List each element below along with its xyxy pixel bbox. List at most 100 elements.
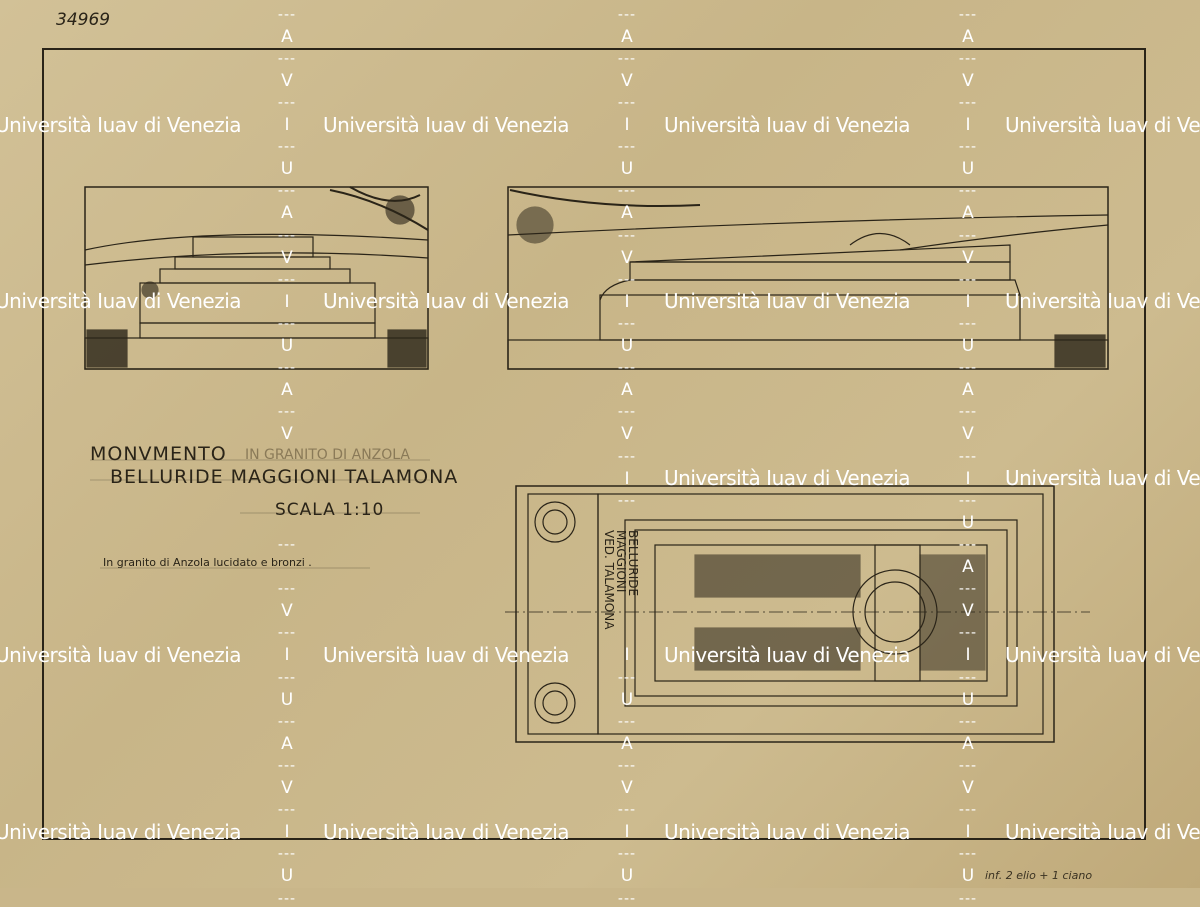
front-elevation bbox=[84, 186, 429, 370]
watermark-text: Università Iuav di Venezia bbox=[323, 820, 570, 844]
watermark-separator: --- bbox=[277, 271, 297, 288]
watermark-separator: --- bbox=[958, 404, 978, 421]
watermark-text: Università Iuav di Venezia bbox=[664, 643, 911, 667]
watermark-separator: --- bbox=[277, 183, 297, 200]
watermark-letter: V bbox=[281, 778, 293, 798]
watermark-letter: I bbox=[965, 645, 971, 666]
watermark-letter: V bbox=[281, 601, 293, 622]
watermark-separator: --- bbox=[958, 757, 978, 774]
watermark-letter: U bbox=[280, 689, 294, 710]
watermark-separator: --- bbox=[277, 581, 297, 598]
watermark-letter: I bbox=[284, 115, 290, 135]
watermark-separator: --- bbox=[958, 183, 978, 200]
watermark-letter: V bbox=[621, 778, 633, 798]
watermark-letter: U bbox=[280, 159, 294, 180]
watermark-separator: --- bbox=[617, 94, 637, 111]
watermark-letter: V bbox=[621, 424, 633, 445]
watermark-separator: --- bbox=[958, 315, 978, 332]
watermark-text: Università Iuav di Venezia bbox=[1005, 113, 1200, 137]
watermark-letter: U bbox=[280, 336, 294, 356]
watermark-letter: A bbox=[962, 380, 974, 401]
watermark-separator: --- bbox=[277, 315, 297, 332]
watermark-separator: --- bbox=[617, 802, 637, 819]
watermark-letter: I bbox=[624, 291, 630, 312]
watermark-letter: V bbox=[621, 70, 633, 91]
watermark-text: Università Iuav di Venezia bbox=[1005, 289, 1200, 313]
watermark-separator: --- bbox=[958, 360, 978, 377]
watermark-text: Università Iuav di Venezia bbox=[0, 289, 242, 313]
watermark-letter: I bbox=[965, 291, 971, 312]
watermark-separator: --- bbox=[617, 448, 637, 465]
watermark-letter: V bbox=[281, 424, 293, 445]
watermark-separator: --- bbox=[617, 183, 637, 200]
watermark-letter: U bbox=[277, 0, 297, 1]
watermark-separator: --- bbox=[958, 50, 978, 67]
title-line-2: BELLURIDE MAGGIONI TALAMONA bbox=[110, 466, 459, 488]
watermark-text: Università Iuav di Venezia bbox=[0, 113, 242, 137]
watermark-separator: --- bbox=[277, 669, 297, 686]
watermark-letter: U bbox=[961, 336, 975, 356]
plan-inscription: BELLURIDE MAGGIONI VED. TALAMONA bbox=[602, 530, 640, 630]
watermark-letter: A bbox=[621, 26, 633, 47]
watermark-text: Università Iuav di Venezia bbox=[0, 643, 242, 667]
watermark-separator: --- bbox=[277, 625, 297, 642]
watermark-letter: U bbox=[961, 866, 975, 887]
watermark-separator: --- bbox=[617, 669, 637, 686]
plan-view bbox=[505, 485, 1090, 743]
watermark-letter: U bbox=[620, 689, 634, 710]
watermark-separator: --- bbox=[958, 139, 978, 156]
watermark-separator: --- bbox=[958, 581, 978, 598]
watermark-letter: I bbox=[284, 822, 290, 843]
watermark-separator: --- bbox=[958, 6, 978, 23]
watermark-letter: A bbox=[281, 733, 293, 754]
watermark-letter: I bbox=[284, 291, 290, 312]
watermark-separator: --- bbox=[277, 890, 297, 907]
watermark-letter: A bbox=[962, 733, 974, 754]
watermark-letter: V bbox=[962, 601, 974, 622]
inscription-line: MAGGIONI bbox=[614, 530, 628, 593]
watermark-separator: --- bbox=[617, 50, 637, 67]
watermark-separator: --- bbox=[277, 536, 297, 553]
watermark-separator: --- bbox=[958, 802, 978, 819]
watermark-separator: --- bbox=[617, 360, 637, 377]
watermark-text: Università Iuav di Venezia bbox=[1005, 820, 1200, 844]
watermark-letter: V bbox=[962, 70, 974, 91]
watermark-text: Università Iuav di Venezia bbox=[0, 820, 242, 844]
watermark-text: Università Iuav di Venezia bbox=[1005, 643, 1200, 667]
watermark-text: Università Iuav di Venezia bbox=[323, 113, 570, 137]
watermark-separator: --- bbox=[617, 890, 637, 907]
watermark-text: Università Iuav di Venezia bbox=[1005, 466, 1200, 490]
drawing-sheet bbox=[0, 0, 1200, 888]
watermark-letter: I bbox=[284, 645, 290, 666]
architectural-drawing bbox=[84, 186, 1109, 743]
watermark-letter: I bbox=[624, 822, 630, 843]
watermark-letter: I bbox=[965, 822, 971, 843]
watermark-letter: U bbox=[961, 512, 975, 533]
watermark-letter: V bbox=[962, 247, 974, 268]
watermark-letter: U bbox=[620, 336, 634, 356]
watermark-separator: --- bbox=[617, 404, 637, 421]
inscription-line: VED. TALAMONA bbox=[602, 530, 616, 630]
watermark-letter: A bbox=[621, 203, 633, 224]
watermark-text: Università Iuav di Venezia bbox=[664, 466, 911, 490]
material-note: In granito di Anzola lucidato e bronzi . bbox=[103, 556, 312, 569]
watermark-letter: U bbox=[620, 866, 634, 887]
watermark-separator: --- bbox=[958, 94, 978, 111]
watermark-separator: --- bbox=[617, 492, 637, 509]
watermark-separator: --- bbox=[617, 315, 637, 332]
side-elevation bbox=[507, 186, 1109, 370]
title-line-1-faint: IN GRANITO DI ANZOLA bbox=[245, 447, 410, 463]
watermark-separator: --- bbox=[617, 713, 637, 730]
watermark-separator: --- bbox=[277, 227, 297, 244]
watermark-letter: A bbox=[962, 26, 974, 47]
watermark-separator: --- bbox=[958, 227, 978, 244]
watermark-separator: --- bbox=[277, 404, 297, 421]
watermark-text: Università Iuav di Venezia bbox=[664, 113, 911, 137]
watermark-letter: V bbox=[281, 247, 293, 268]
watermark-letter: A bbox=[281, 380, 293, 401]
watermark-separator: --- bbox=[277, 713, 297, 730]
watermark-letter: U bbox=[958, 0, 978, 1]
watermark-letter: V bbox=[962, 424, 974, 445]
watermark-separator: --- bbox=[958, 890, 978, 907]
sheet-border bbox=[42, 48, 1146, 840]
